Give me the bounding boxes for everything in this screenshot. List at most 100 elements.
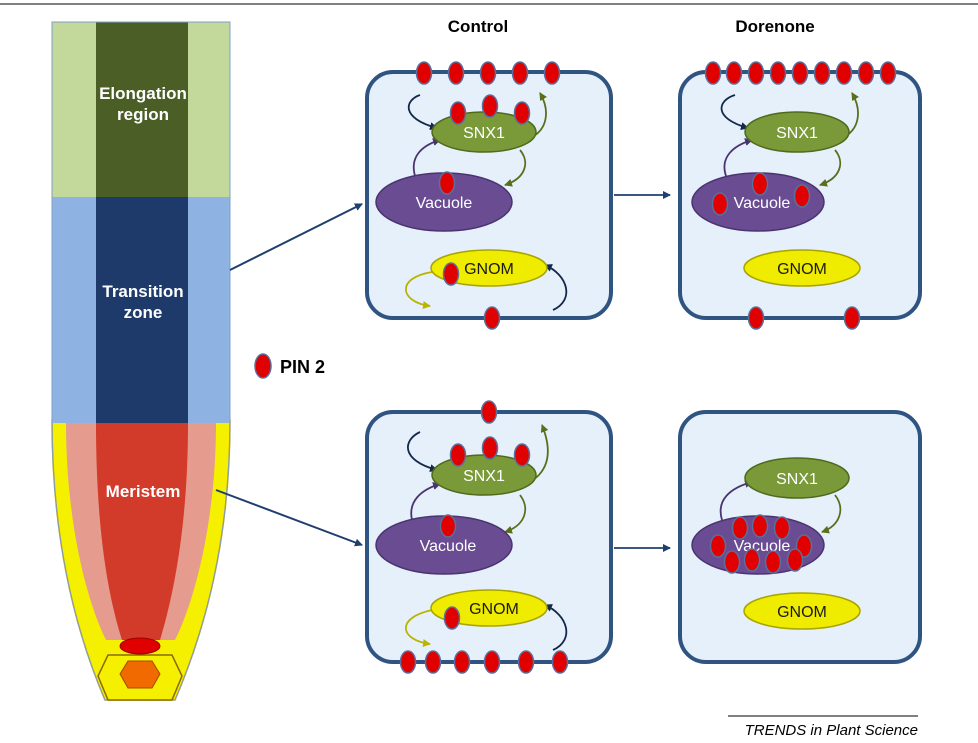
pin2-marker bbox=[747, 61, 765, 85]
recycling-arrow bbox=[410, 482, 441, 521]
gnom-compartment bbox=[743, 592, 861, 630]
recycling-arrow bbox=[720, 94, 749, 130]
elongation-label-2: region bbox=[117, 105, 169, 124]
recycling-arrow bbox=[821, 494, 842, 534]
pin2-marker bbox=[447, 61, 465, 85]
header-dorenone: Dorenone bbox=[735, 17, 814, 36]
pin2-marker bbox=[747, 306, 765, 330]
cell-bottom-control: SNX1 Vacuole GNOM bbox=[365, 410, 613, 664]
meristem-label: Meristem bbox=[106, 482, 181, 501]
arrow-transition-to-control bbox=[229, 203, 363, 271]
pin2-marker bbox=[551, 650, 569, 674]
pin2-marker bbox=[813, 61, 831, 85]
elongation-inner bbox=[96, 22, 188, 197]
pin2-marker bbox=[439, 514, 457, 538]
pin2-marker bbox=[543, 61, 561, 85]
recycling-arrow bbox=[504, 149, 527, 187]
recycling-arrow bbox=[504, 494, 527, 534]
meristem-inner bbox=[96, 423, 188, 640]
quiescent-center bbox=[119, 637, 161, 655]
pin2-marker bbox=[743, 548, 761, 572]
pin2-marker bbox=[453, 650, 471, 674]
pin2-marker bbox=[399, 650, 417, 674]
legend-pin-icon bbox=[254, 353, 272, 379]
pin2-marker bbox=[879, 61, 897, 85]
pin2-marker bbox=[791, 61, 809, 85]
pin2-marker bbox=[438, 171, 456, 195]
pin2-marker bbox=[835, 61, 853, 85]
pin2-marker bbox=[751, 514, 769, 538]
snx1-compartment bbox=[744, 457, 850, 499]
snx1-label: SNX1 bbox=[463, 125, 505, 142]
recycling-arrow bbox=[407, 431, 438, 473]
pin2-marker bbox=[449, 101, 467, 125]
snx1-label: SNX1 bbox=[463, 468, 505, 485]
pin2-marker bbox=[513, 101, 531, 125]
pin2-marker bbox=[415, 61, 433, 85]
vacuole-label: Vacuole bbox=[734, 538, 791, 555]
pin2-marker bbox=[480, 400, 498, 424]
pin2-marker bbox=[769, 61, 787, 85]
pin2-marker bbox=[857, 61, 875, 85]
columella-core bbox=[119, 660, 161, 689]
recycling-arrow bbox=[544, 604, 568, 651]
pin2-marker bbox=[517, 650, 535, 674]
snx1-label: SNX1 bbox=[776, 471, 818, 488]
cell-top-control: SNX1 Vacuole GNOM bbox=[365, 70, 613, 320]
header-control: Control bbox=[448, 17, 508, 36]
recycling-arrow bbox=[819, 149, 842, 187]
pin2-marker bbox=[731, 516, 749, 540]
pin2-markers bbox=[399, 61, 897, 674]
vacuole-label: Vacuole bbox=[420, 538, 477, 555]
pin2-marker bbox=[442, 262, 460, 286]
pin2-marker bbox=[725, 61, 743, 85]
gnom-compartment bbox=[430, 249, 548, 287]
pin2-marker bbox=[843, 306, 861, 330]
elongation-label-1: Elongation bbox=[99, 84, 187, 103]
recycling-arrow bbox=[407, 94, 438, 131]
pin2-marker bbox=[481, 94, 499, 118]
recycling-arrow bbox=[544, 264, 568, 311]
transition-label-2: zone bbox=[124, 303, 163, 322]
gnom-label: GNOM bbox=[777, 261, 827, 278]
snx1-label: SNX1 bbox=[776, 125, 818, 142]
pin2-marker bbox=[773, 516, 791, 540]
pin2-marker bbox=[764, 550, 782, 574]
pin2-marker bbox=[424, 650, 442, 674]
vacuole-label: Vacuole bbox=[416, 195, 473, 212]
pin2-marker bbox=[483, 306, 501, 330]
recycling-arrow bbox=[723, 138, 753, 177]
arrow-meristem-to-control bbox=[215, 489, 363, 547]
pin2-marker bbox=[786, 548, 804, 572]
recycling-arrow bbox=[412, 138, 441, 177]
pin2-marker bbox=[711, 192, 729, 216]
root-illustration: Elongation region Transition zone Merist… bbox=[51, 21, 231, 701]
transition-inner bbox=[96, 197, 188, 423]
vacuole-label: Vacuole bbox=[734, 195, 791, 212]
gnom-compartment bbox=[743, 249, 861, 287]
footer-source: TRENDS in Plant Science bbox=[745, 722, 918, 739]
pin2-marker bbox=[483, 650, 501, 674]
pin2-marker bbox=[449, 443, 467, 467]
pin2-marker bbox=[723, 550, 741, 574]
transition-label-1: Transition bbox=[102, 282, 183, 301]
legend: PIN 2 bbox=[254, 353, 325, 379]
gnom-label: GNOM bbox=[469, 601, 519, 618]
gnom-label: GNOM bbox=[777, 604, 827, 621]
snx1-compartment bbox=[744, 111, 850, 153]
gnom-label: GNOM bbox=[464, 261, 514, 278]
pin2-marker bbox=[751, 172, 769, 196]
legend-pin-label: PIN 2 bbox=[280, 357, 325, 377]
pin2-marker bbox=[793, 184, 811, 208]
pin2-marker bbox=[481, 436, 499, 460]
pin2-marker bbox=[511, 61, 529, 85]
pin2-marker bbox=[704, 61, 722, 85]
pin2-marker bbox=[443, 606, 461, 630]
recycling-arrow bbox=[404, 271, 433, 310]
pin2-marker bbox=[479, 61, 497, 85]
pin2-marker bbox=[709, 534, 727, 558]
pin2-marker bbox=[513, 443, 531, 467]
recycling-arrow bbox=[404, 609, 433, 648]
root-outline bbox=[51, 21, 231, 701]
